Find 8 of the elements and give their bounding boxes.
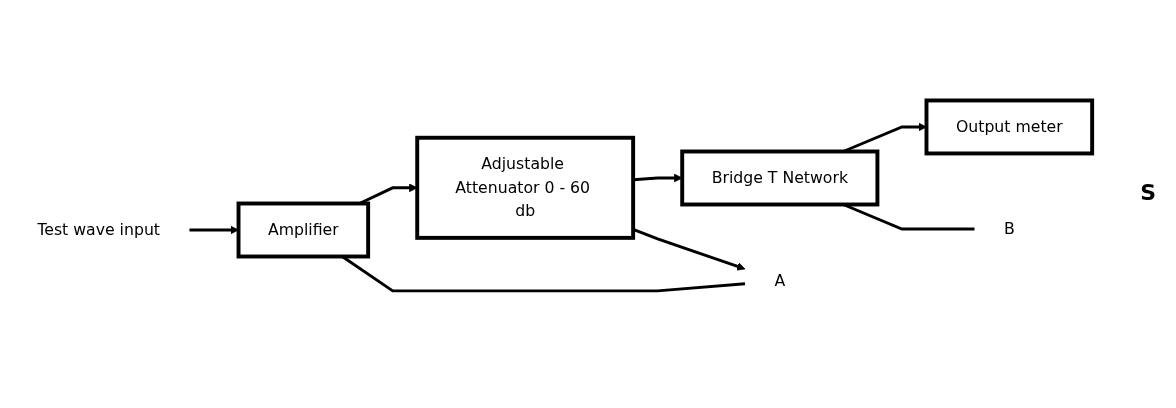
node-text: Test wave input — [37, 220, 161, 239]
node-text: B — [1003, 219, 1015, 238]
node-box: Bridge T Network — [680, 149, 880, 207]
node-box: Adjustable Attenuator 0 - 60 db — [415, 135, 636, 240]
node-box: Output meter — [924, 98, 1095, 156]
switch-label: S — [1140, 180, 1156, 205]
node-box: Amplifier — [236, 201, 371, 259]
node-text: A — [774, 271, 786, 290]
